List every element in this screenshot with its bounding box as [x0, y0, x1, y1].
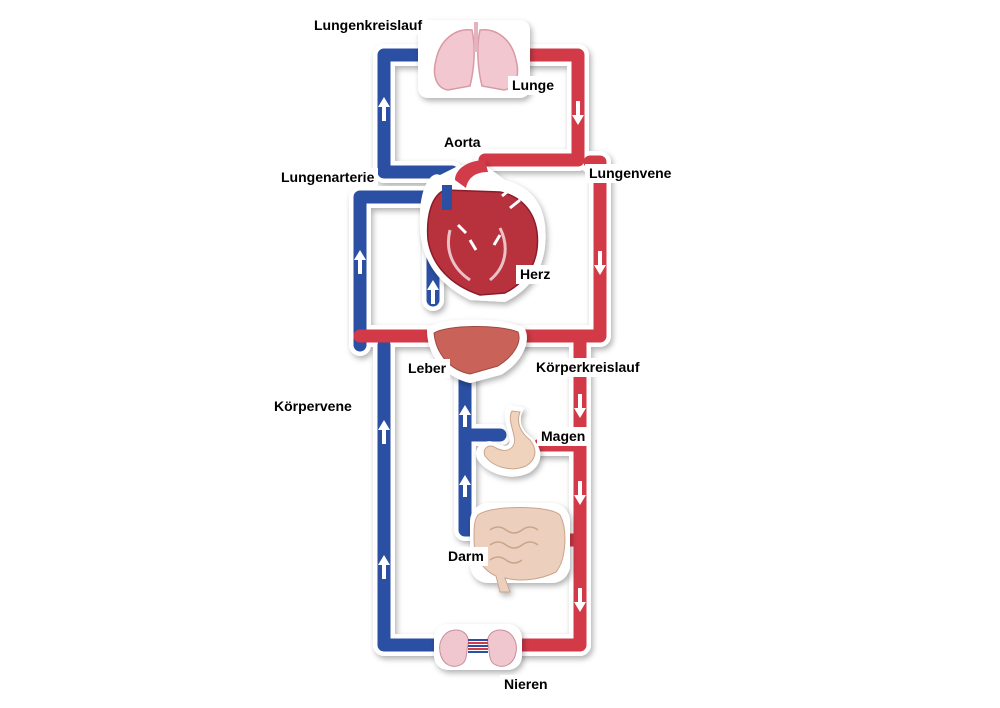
label-lungenarterie: Lungenarterie [277, 168, 379, 187]
lungs-icon [418, 20, 530, 98]
arrow-up-icon [378, 97, 390, 121]
stomach-shape [483, 410, 536, 470]
label-lungenkreislauf: Lungenkreislauf [310, 16, 427, 35]
body-vein-path [377, 338, 447, 652]
lung-left-shape [433, 29, 475, 91]
arrow-up-icon [459, 475, 471, 497]
label-lunge: Lunge [508, 76, 558, 95]
heart-body-shape [426, 189, 539, 296]
kidneys-icon [434, 624, 522, 670]
label-magen: Magen [537, 427, 590, 446]
arrow-up-icon [459, 405, 471, 427]
flow-arrows [354, 97, 606, 612]
arrow-down-icon [574, 588, 586, 612]
arrow-up-icon [354, 250, 366, 274]
stomach-icon [476, 404, 541, 477]
label-darm: Darm [444, 547, 488, 566]
label-aorta: Aorta [440, 133, 485, 152]
label-nieren: Nieren [500, 675, 552, 694]
label-leber: Leber [404, 359, 451, 378]
arrow-down-icon [481, 292, 493, 312]
arrow-down-icon [574, 481, 586, 505]
label-koerperkreislauf: Körperkreislauf [532, 358, 644, 377]
arrow-down-icon [572, 101, 584, 125]
kidney-left-shape [439, 629, 469, 667]
intestine-shape [473, 507, 566, 593]
arrow-down-icon [594, 251, 606, 275]
arrow-down-icon [574, 394, 586, 418]
arrow-up-icon [427, 280, 439, 304]
liver-icon [426, 319, 527, 384]
label-koerpervene: Körpervene [270, 397, 356, 416]
heart-icon [419, 160, 546, 302]
heart-chamber-shape [446, 227, 507, 282]
kidney-right-shape [487, 629, 517, 667]
arrow-up-icon [378, 555, 390, 579]
label-herz: Herz [516, 265, 555, 284]
arrow-up-icon [378, 420, 390, 444]
portal-vein-path [458, 363, 485, 537]
intestine-icon [470, 503, 570, 593]
label-lungenvene: Lungenvene [585, 164, 676, 183]
